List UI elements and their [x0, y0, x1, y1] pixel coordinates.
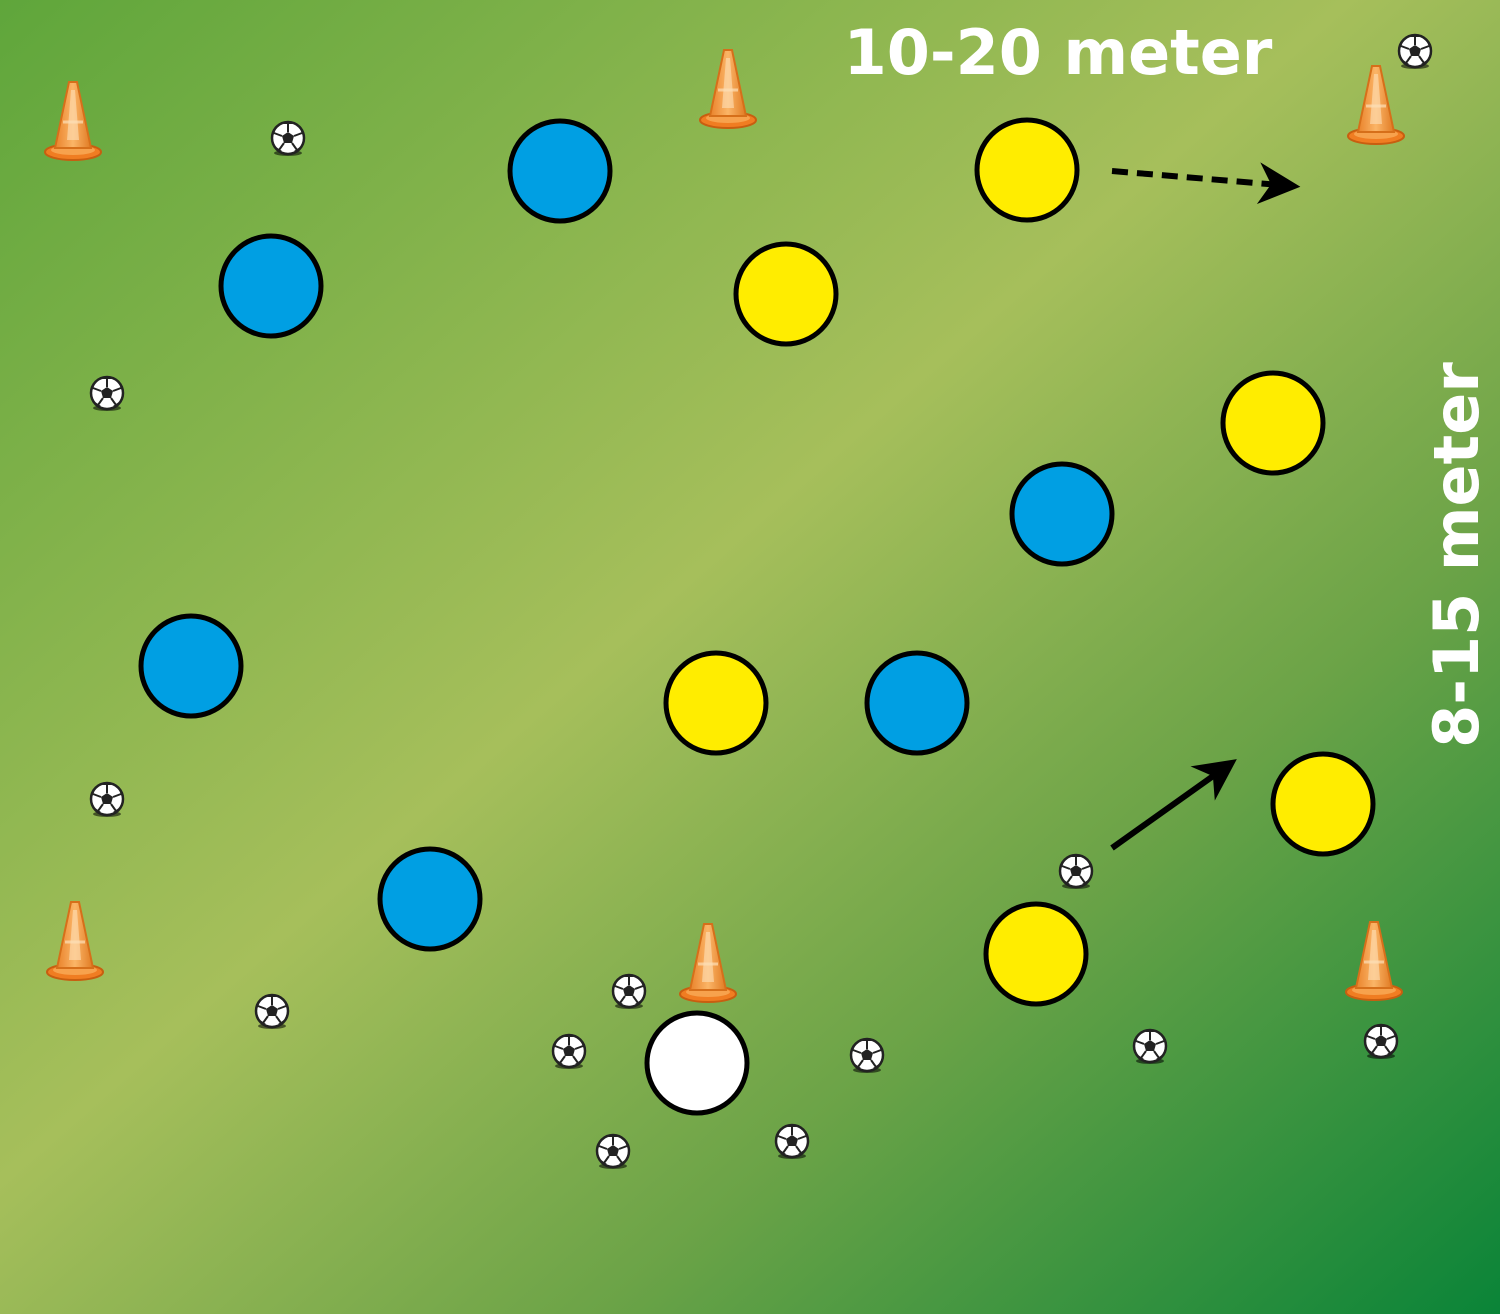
player-blue: [507, 118, 613, 224]
soccer-ball-icon: [849, 1037, 885, 1075]
dashed-arrow-icon: [1111, 162, 1301, 205]
soccer-ball-icon: [774, 1123, 810, 1161]
player-blue: [218, 233, 324, 339]
width-label: 10-20 meter: [844, 16, 1273, 89]
player-yellow: [1270, 751, 1376, 857]
soccer-ball-icon: [595, 1133, 631, 1171]
player-blue: [1009, 461, 1115, 567]
soccer-ball-icon: [89, 375, 125, 413]
player-blue: [138, 613, 244, 719]
soccer-ball-icon: [254, 993, 290, 1031]
soccer-ball-icon: [551, 1033, 587, 1071]
player-white: [644, 1010, 750, 1116]
soccer-ball-icon: [1058, 853, 1094, 891]
player-yellow: [974, 117, 1080, 223]
player-yellow: [1220, 370, 1326, 476]
soccer-ball-icon: [611, 973, 647, 1011]
arrow-icon: [1110, 759, 1237, 851]
player-yellow: [733, 241, 839, 347]
soccer-ball-icon: [1397, 33, 1433, 71]
player-yellow: [663, 650, 769, 756]
player-yellow: [983, 901, 1089, 1007]
soccer-ball-icon: [1132, 1028, 1168, 1066]
soccer-ball-icon: [270, 120, 306, 158]
player-blue: [864, 650, 970, 756]
player-blue: [377, 846, 483, 952]
soccer-ball-icon: [89, 781, 125, 819]
length-label: 8-15 meter: [1420, 362, 1493, 748]
soccer-ball-icon: [1363, 1023, 1399, 1061]
